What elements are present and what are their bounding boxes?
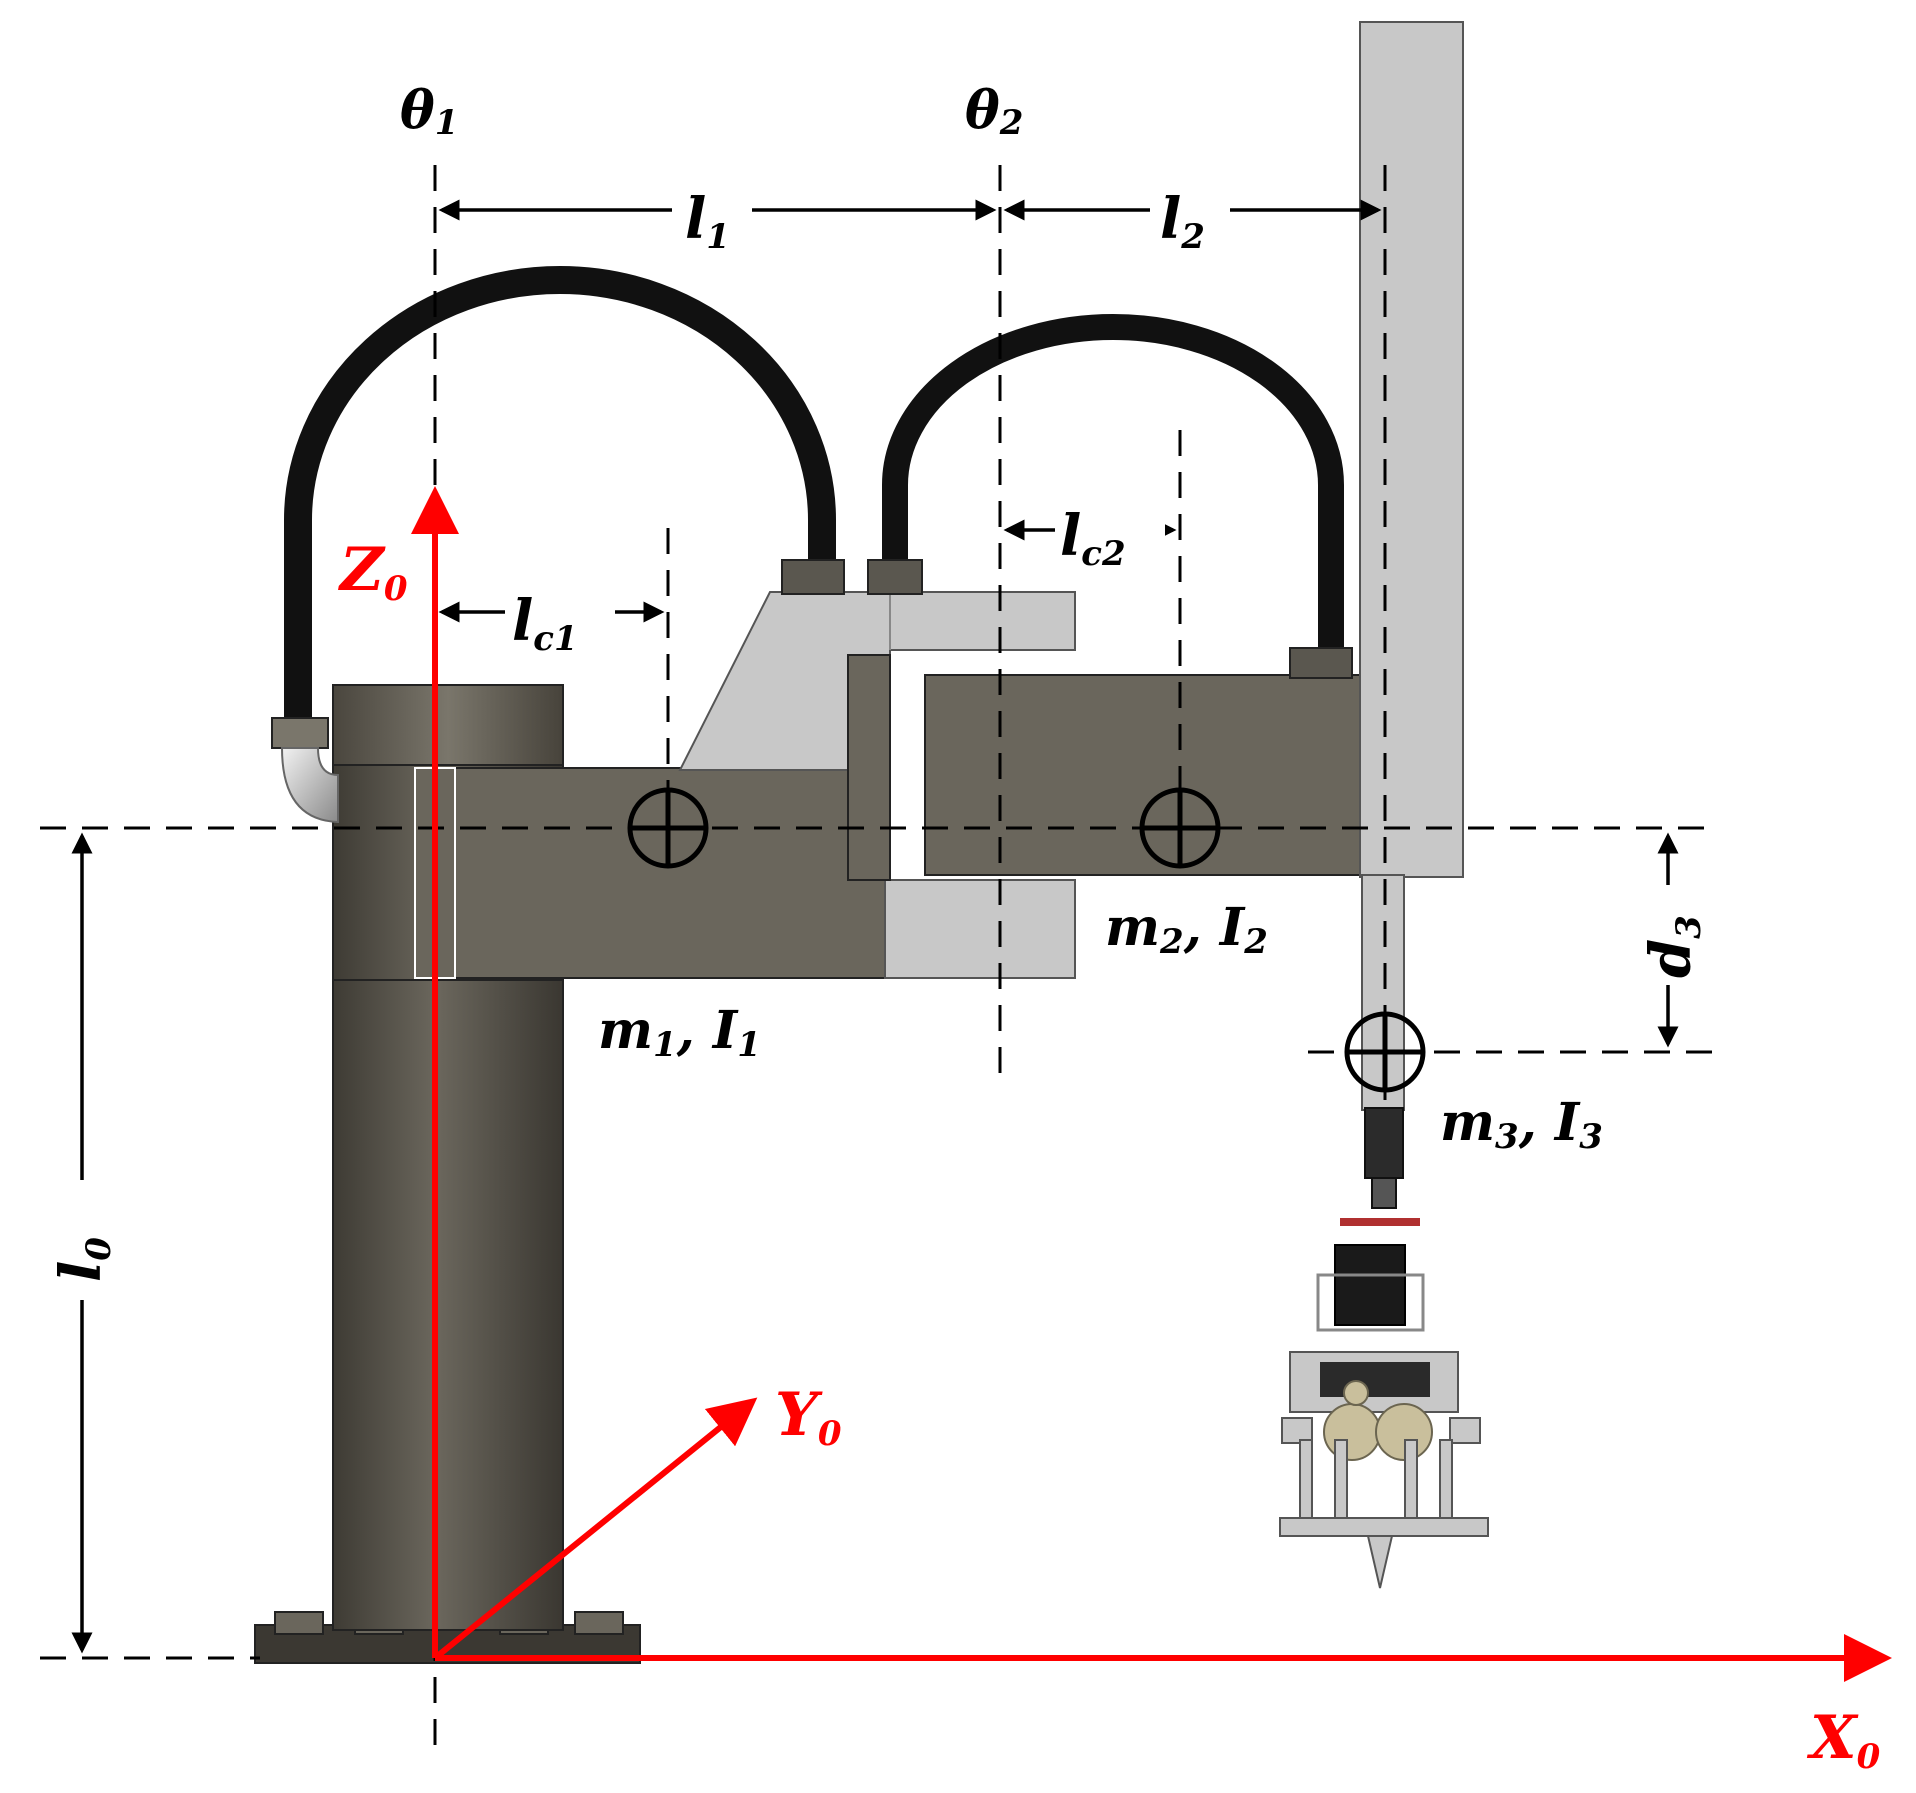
link-1	[414, 591, 1076, 979]
column-body	[332, 979, 564, 1631]
rail-shaft	[1361, 874, 1405, 1111]
l0-label: l0	[48, 1237, 119, 1282]
m3-I3-label: m3, I3	[1440, 1092, 1603, 1157]
d3-label: d3	[1638, 915, 1709, 978]
com-link1	[627, 787, 709, 869]
gripper-base-plate	[1279, 1517, 1489, 1537]
gripper-tip	[1366, 1535, 1394, 1589]
cable2-connector-left	[867, 559, 923, 595]
y-axis-arrow	[433, 1397, 758, 1661]
m2-I2-label: m2, I2	[1105, 897, 1268, 962]
elbow-fitting	[280, 747, 339, 824]
cable1-connector	[781, 559, 845, 595]
cable2-connector-right	[1289, 647, 1353, 679]
com-link2	[1139, 787, 1221, 869]
coordinate-axes	[411, 486, 1892, 1682]
gripper	[1279, 1218, 1489, 1589]
l1-label: l1	[685, 186, 730, 257]
cable-1	[284, 266, 836, 722]
cables	[271, 266, 1353, 824]
lc2-label: lc2	[1060, 503, 1126, 574]
gripper-motor	[1334, 1244, 1406, 1326]
z-axis-label: Z0	[338, 535, 408, 609]
com-symbols	[627, 787, 1426, 1093]
gripper-gear-left	[1323, 1403, 1381, 1461]
labels: θ1 θ2 l1 l2 lc1 lc2 l0 d3 m1, I1 m2, I2 …	[48, 80, 1881, 1777]
joint2-lower-block	[884, 879, 1076, 979]
com-link3	[1344, 1011, 1426, 1093]
elbow-connector	[271, 717, 329, 749]
theta2-label: θ2	[965, 80, 1023, 143]
theta1-label: θ1	[400, 80, 458, 143]
link1-body	[414, 767, 886, 979]
column-cap	[332, 684, 564, 766]
m1-I1-label: m1, I1	[598, 1000, 761, 1065]
prismatic-rail	[1359, 21, 1464, 1209]
gripper-fingers	[1299, 1439, 1453, 1526]
rail-column	[1359, 21, 1464, 878]
cable-2	[882, 314, 1344, 652]
lc1-label: lc1	[512, 588, 578, 659]
y-axis-label: Y0	[775, 1380, 842, 1454]
joint2-post	[847, 654, 891, 881]
shaft-collar	[1364, 1107, 1404, 1179]
x-axis-label: X0	[1806, 1703, 1881, 1777]
l2-label: l2	[1160, 186, 1205, 257]
link2-body	[924, 674, 1361, 876]
link-2	[924, 674, 1361, 876]
